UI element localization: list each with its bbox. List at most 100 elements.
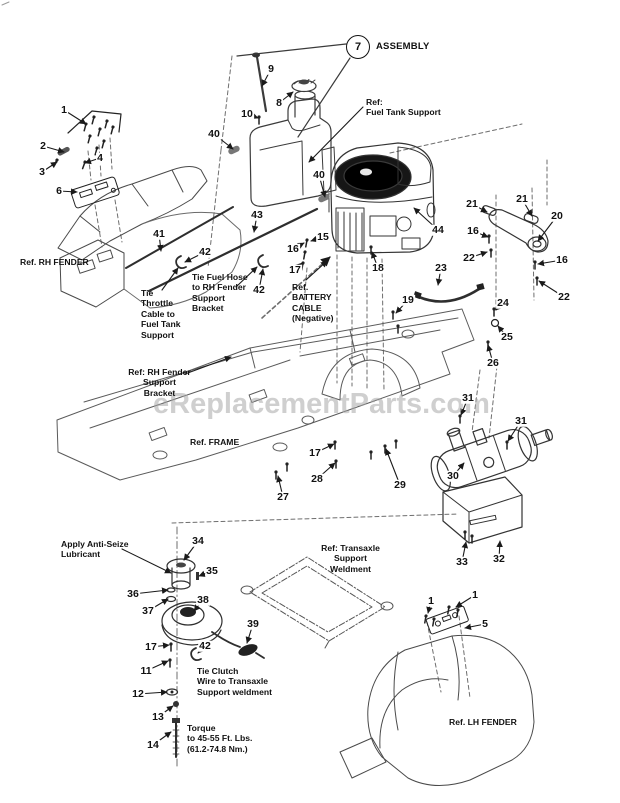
ref-lh-fender: Ref. LH FENDER bbox=[449, 717, 517, 727]
tie-clutch-wire-line: Tie Clutch bbox=[197, 666, 239, 676]
callout-30: 30 bbox=[446, 469, 460, 482]
ref-frame-line: Ref. FRAME bbox=[190, 437, 240, 447]
tie-fuel-hose-line: Bracket bbox=[192, 303, 224, 314]
callout-33: 33 bbox=[455, 555, 469, 568]
callout-19: 19 bbox=[401, 293, 415, 306]
ref-rh-fender-line: Ref. RH FENDER bbox=[20, 257, 89, 267]
callout-42: 42 bbox=[198, 639, 212, 652]
tie-fuel-hose-line: Tie Fuel Hose bbox=[192, 272, 248, 282]
callout-8: 8 bbox=[275, 96, 283, 109]
callout-4: 4 bbox=[96, 151, 104, 164]
callout-31: 31 bbox=[461, 391, 475, 404]
ref-rh-fender-support-bracket-line: Bracket bbox=[143, 387, 176, 398]
torque-note-line: to 45-55 Ft. Lbs. bbox=[187, 733, 253, 744]
ref-transaxle-support-weldment-line: Weldment bbox=[330, 563, 371, 574]
ref-battery-cable-line: (Negative) bbox=[292, 313, 334, 324]
exhaust-arm-drawing bbox=[481, 205, 549, 253]
muffler-drawing bbox=[430, 425, 553, 492]
callout-37: 37 bbox=[141, 604, 155, 617]
ref-fuel-tank-support: Ref:Fuel Tank Support bbox=[366, 97, 441, 118]
assembly-badge-number: 7 bbox=[346, 35, 370, 59]
callout-9: 9 bbox=[267, 62, 275, 75]
tie-throttle-cable-line: Tie bbox=[141, 288, 154, 298]
callout-13: 13 bbox=[151, 710, 165, 723]
callout-24: 24 bbox=[496, 296, 510, 309]
callout-17: 17 bbox=[288, 263, 302, 276]
callout-6: 6 bbox=[55, 184, 63, 197]
callout-42: 42 bbox=[198, 245, 212, 258]
lh-fender-drawing bbox=[339, 605, 535, 787]
callout-3: 3 bbox=[38, 165, 46, 178]
callout-2: 2 bbox=[39, 139, 47, 152]
callout-15: 15 bbox=[316, 230, 330, 243]
callout-5: 5 bbox=[481, 617, 489, 630]
ref-battery-cable-line: CABLE bbox=[292, 302, 322, 313]
frame-drawing bbox=[56, 308, 475, 481]
ref-rh-fender-support-bracket-line: Ref: RH Fender bbox=[128, 367, 191, 377]
ref-battery-cable-line: BATTERY bbox=[292, 292, 332, 303]
callout-25: 25 bbox=[500, 330, 514, 343]
callout-39: 39 bbox=[246, 617, 260, 630]
ref-rh-fender: Ref. RH FENDER bbox=[20, 257, 89, 267]
callout-38: 38 bbox=[196, 593, 210, 606]
callout-16: 16 bbox=[555, 253, 569, 266]
callout-21: 21 bbox=[515, 192, 529, 205]
callout-40: 40 bbox=[312, 168, 326, 181]
transaxle-weldment-drawing bbox=[240, 556, 394, 649]
callout-40: 40 bbox=[207, 127, 221, 140]
ref-transaxle-support-weldment-line: Ref: Transaxle bbox=[321, 543, 380, 553]
callout-17: 17 bbox=[144, 640, 158, 653]
torque-note-line: (61.2-74.8 Nm.) bbox=[187, 743, 248, 754]
tie-throttle-cable-line: Throttle bbox=[141, 298, 173, 309]
tie-throttle-cable-line: Fuel Tank bbox=[141, 319, 181, 330]
tie-fuel-hose-line: to RH Fender bbox=[192, 282, 246, 293]
callout-44: 44 bbox=[431, 223, 445, 236]
callout-36: 36 bbox=[126, 587, 140, 600]
assembly-badge-label: ASSEMBLY bbox=[376, 41, 430, 52]
callout-42: 42 bbox=[252, 283, 266, 296]
engine-drawing bbox=[330, 142, 436, 254]
callout-41: 41 bbox=[152, 227, 166, 240]
ref-transaxle-support-weldment-line: Support bbox=[334, 553, 367, 564]
ref-frame: Ref. FRAME bbox=[190, 437, 239, 447]
callout-1: 1 bbox=[471, 588, 479, 601]
heat-shield-drawing bbox=[442, 476, 523, 544]
callout-21: 21 bbox=[465, 197, 479, 210]
clutch-drawing bbox=[161, 558, 265, 758]
tie-fuel-hose-line: Support bbox=[192, 292, 225, 303]
fasteners bbox=[51, 114, 540, 668]
callout-28: 28 bbox=[310, 472, 324, 485]
callout-22: 22 bbox=[462, 251, 476, 264]
callout-17: 17 bbox=[308, 446, 322, 459]
callout-16: 16 bbox=[466, 224, 480, 237]
callout-43: 43 bbox=[250, 208, 264, 221]
cables-drawing bbox=[125, 206, 485, 662]
ref-fuel-tank-support-line: Fuel Tank Support bbox=[366, 107, 441, 118]
rh-fender-drawing bbox=[57, 110, 242, 309]
callout-27: 27 bbox=[276, 490, 290, 503]
callout-14: 14 bbox=[146, 738, 160, 751]
dashed-guides bbox=[87, 55, 548, 769]
callout-18: 18 bbox=[371, 261, 385, 274]
corner-tick bbox=[1, 1, 10, 6]
callout-12: 12 bbox=[131, 687, 145, 700]
ref-rh-fender-support-bracket-line: Support bbox=[143, 377, 176, 388]
torque-note-line: Torque bbox=[187, 723, 216, 733]
callout-32: 32 bbox=[492, 552, 506, 565]
apply-anti-seize-line: Apply Anti-Seize bbox=[61, 539, 129, 549]
ref-lh-fender-line: Ref. LH FENDER bbox=[449, 717, 517, 727]
fuel-tank-drawing bbox=[228, 43, 351, 213]
apply-anti-seize-line: Lubricant bbox=[61, 549, 101, 560]
callout-20: 20 bbox=[550, 209, 564, 222]
tie-clutch-wire-line: Wire to Transaxle bbox=[197, 676, 269, 687]
callout-34: 34 bbox=[191, 534, 205, 547]
callout-23: 23 bbox=[434, 261, 448, 274]
